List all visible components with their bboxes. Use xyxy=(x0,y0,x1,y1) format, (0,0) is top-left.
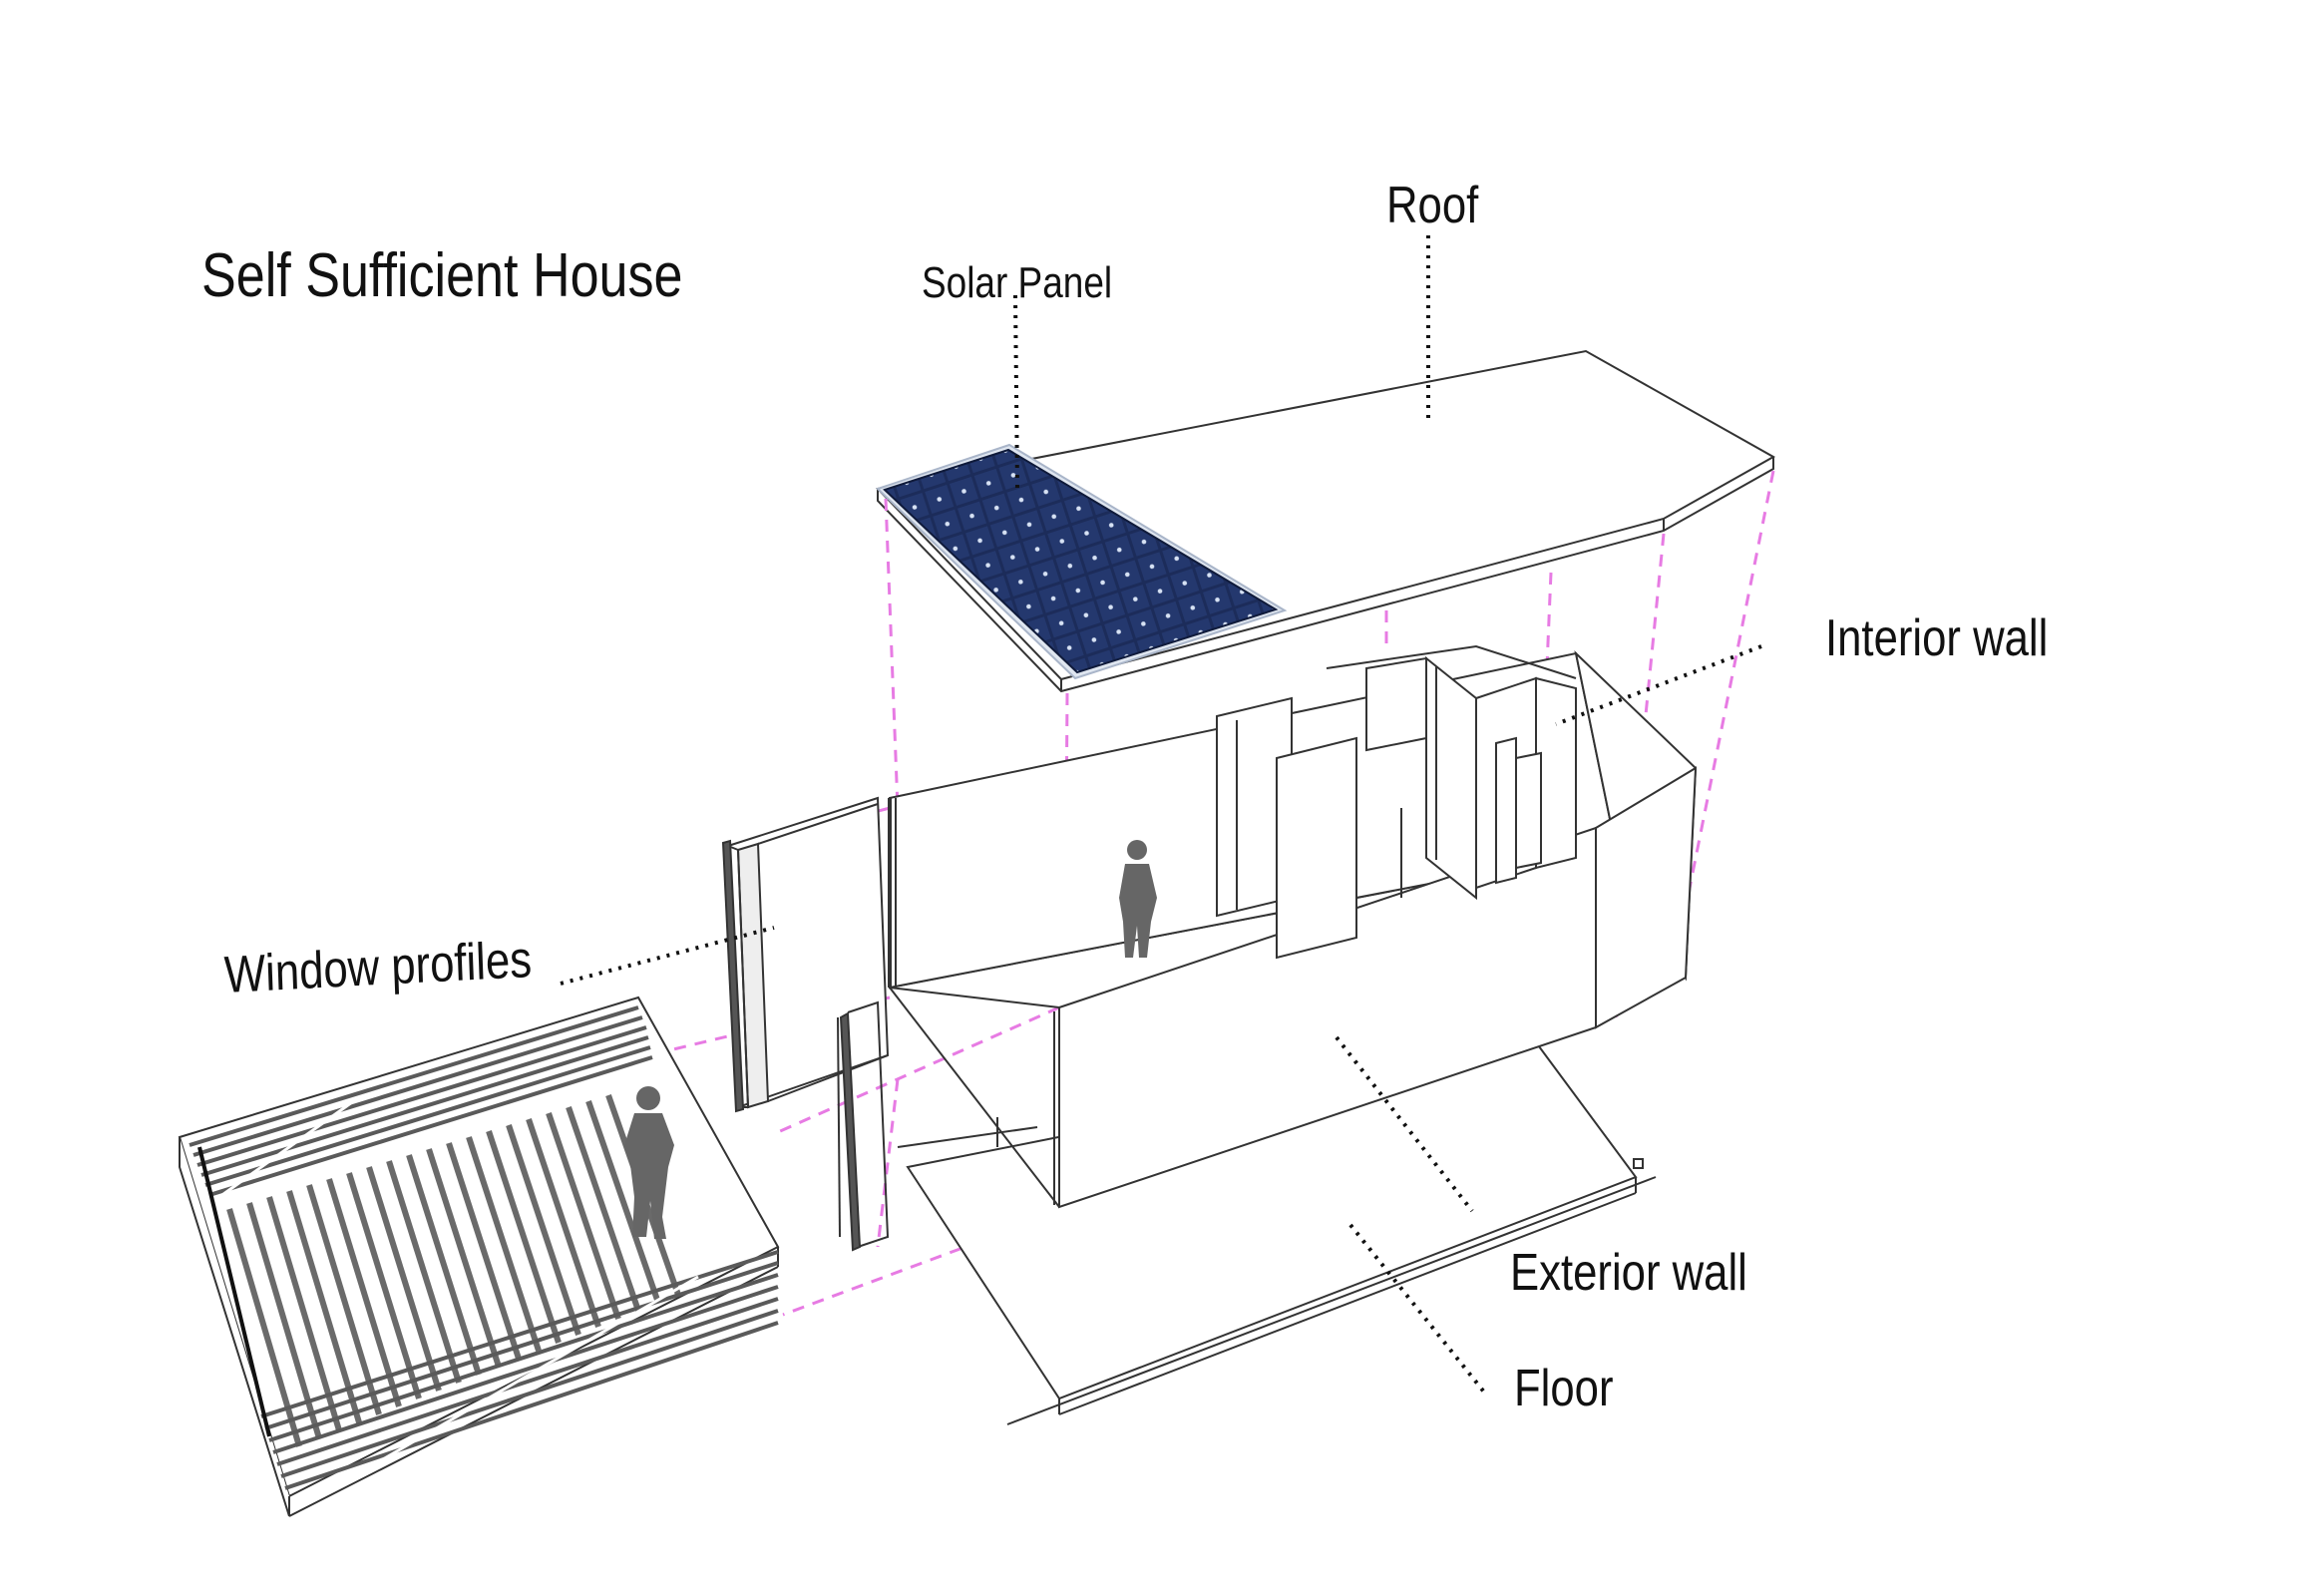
deck-floor-slats xyxy=(226,1094,681,1447)
label-floor: Floor xyxy=(1514,1360,1614,1417)
label-interior-wall: Interior wall xyxy=(1825,609,2049,667)
solar-panel xyxy=(876,443,1288,680)
leader-lines xyxy=(560,235,1762,1396)
label-exterior-wall: Exterior wall xyxy=(1510,1244,1747,1302)
person-silhouette-deck xyxy=(624,1086,674,1239)
label-roof: Roof xyxy=(1386,177,1479,234)
deck-back-louvres xyxy=(189,1005,653,1197)
deck-platform xyxy=(178,996,780,1517)
person-silhouette-interior xyxy=(1119,840,1157,958)
leader-interior-wall xyxy=(1555,644,1762,726)
leader-solar-panel xyxy=(1013,294,1019,490)
label-solar-panel: Solar Panel xyxy=(922,258,1113,307)
diagram-title: Self Sufficient House xyxy=(201,241,683,310)
window-profile xyxy=(721,796,890,1252)
interior-walls xyxy=(1216,644,1577,960)
leader-window-profiles xyxy=(560,926,775,986)
leader-floor xyxy=(1348,1223,1488,1396)
leader-exterior-wall xyxy=(1335,1035,1474,1213)
